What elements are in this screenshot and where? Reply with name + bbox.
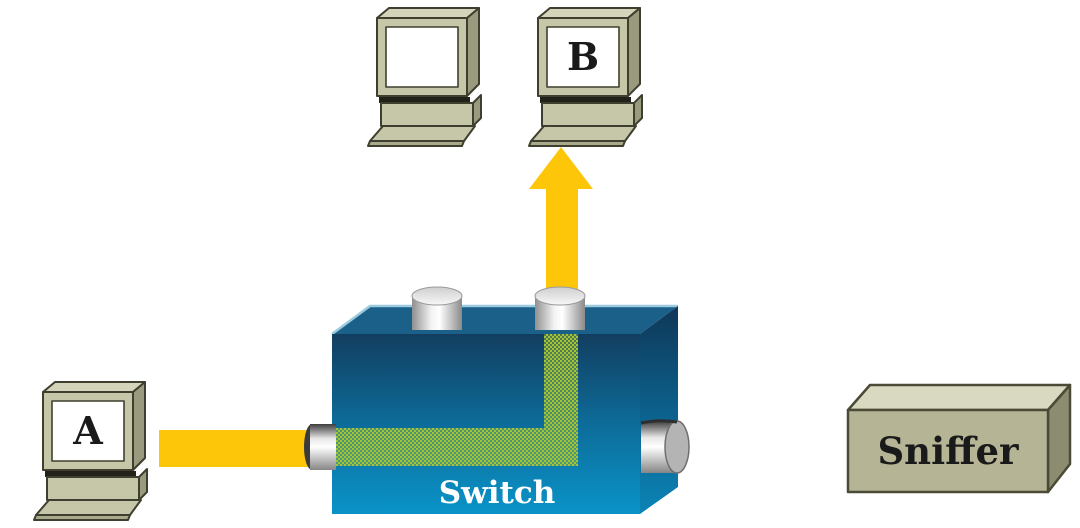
switch-port-left [304, 424, 336, 470]
switch-front-face [332, 334, 640, 514]
workstation-b-icon: B [528, 7, 643, 147]
switch-icon [304, 304, 690, 514]
switch-top-face [332, 306, 678, 334]
switch-right-face [640, 306, 678, 514]
flow-a-to-switch-bar [159, 430, 312, 467]
sniffer-top-face [846, 383, 1072, 412]
sniffer-front-face [846, 408, 1050, 494]
workstation-a-icon: A [33, 381, 148, 521]
switch-port-top-right [534, 286, 586, 330]
pc-b-label: B [567, 34, 599, 79]
switch-port-right [640, 419, 690, 474]
pc-a-label: A [72, 408, 103, 453]
switch-label: Switch [439, 475, 556, 511]
switch-port-top-left [411, 286, 463, 330]
flow-switch-to-b-arrow [529, 147, 593, 302]
switch-internal-path [333, 334, 578, 466]
sniffer-box [846, 383, 1072, 494]
sniffer-label: Sniffer [877, 429, 1019, 473]
workstation-top-left-icon [367, 7, 482, 147]
